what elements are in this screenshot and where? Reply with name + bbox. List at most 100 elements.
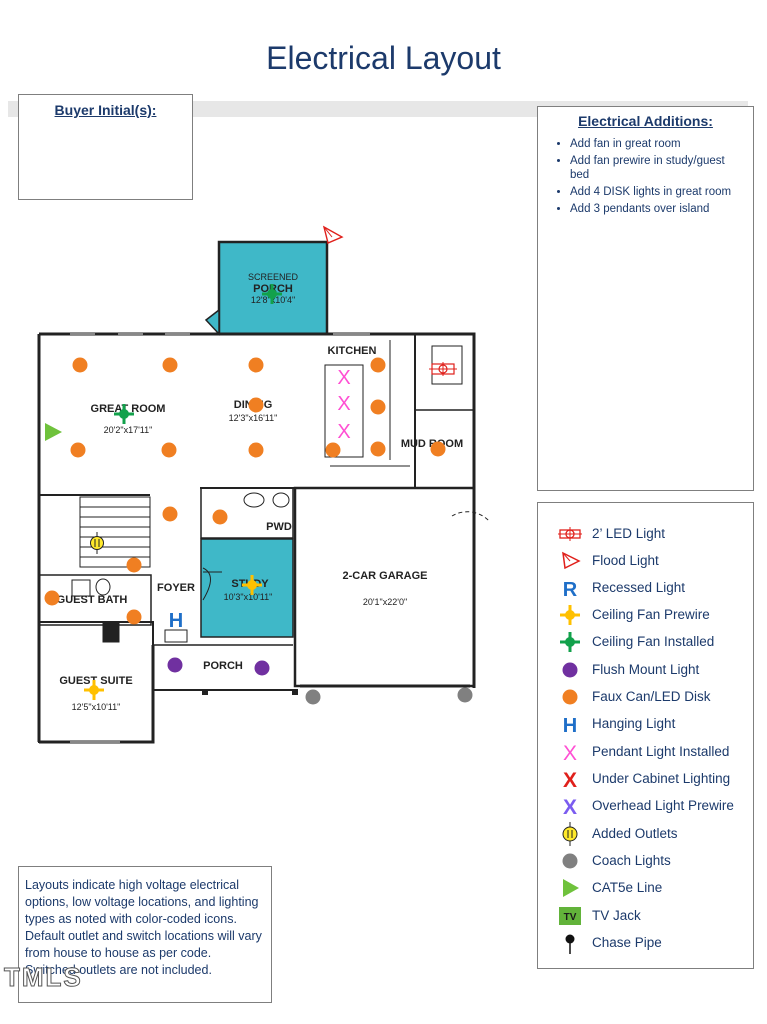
hanging-light-icon: H bbox=[169, 610, 183, 632]
tv-letter: TV bbox=[564, 912, 577, 923]
floor-plan: SCREENED PORCH 12'8"x10'4" KITCHEN GREAT… bbox=[37, 225, 491, 744]
faux-can-light-icon bbox=[370, 357, 386, 373]
faux-can-light-icon bbox=[370, 441, 386, 457]
faux-can-light-icon bbox=[70, 442, 86, 458]
ceiling-fan-prewire-icon bbox=[560, 605, 580, 625]
hanging-letter: H bbox=[563, 715, 577, 736]
room-label-porch-back-sub: SCREENED bbox=[248, 272, 299, 282]
legend-row: Flush Mount Light bbox=[538, 657, 753, 683]
coach-light-icon bbox=[305, 689, 321, 705]
study-area bbox=[200, 538, 294, 638]
electrical-additions-list: Add fan in great room Add fan prewire in… bbox=[550, 137, 745, 216]
cat5e-line-icon bbox=[45, 423, 62, 441]
faux-can-light-icon bbox=[248, 442, 264, 458]
under-cabinet-lighting-icon: X bbox=[563, 769, 577, 791]
added-outlet-icon bbox=[562, 822, 578, 846]
ceiling-fan-prewire-icon bbox=[242, 575, 262, 595]
legend-row: H Hanging Light bbox=[538, 711, 753, 737]
room-label-foyer: FOYER bbox=[157, 582, 195, 594]
legend-row: Chase Pipe bbox=[538, 930, 753, 956]
legend-label: Coach Lights bbox=[592, 853, 671, 868]
legend-row: CAT5e Line bbox=[538, 875, 753, 901]
legend-label: Added Outlets bbox=[592, 826, 678, 841]
list-item: Add 3 pendants over island bbox=[570, 202, 745, 216]
legend-row: Flood Light bbox=[538, 548, 753, 574]
legend-label: 2’ LED Light bbox=[592, 526, 666, 541]
list-item: Add fan prewire in study/guest bed bbox=[570, 154, 745, 182]
room-size-guest-suite: 12'5"x10'11" bbox=[72, 702, 121, 712]
flush-mount-light-icon bbox=[254, 660, 270, 676]
faux-can-light-icon bbox=[162, 506, 178, 522]
cat5e-line-icon bbox=[563, 879, 579, 897]
room-label-kitchen: KITCHEN bbox=[328, 345, 377, 357]
legend-row: Ceiling Fan Prewire bbox=[538, 602, 753, 628]
flood-light-icon bbox=[322, 225, 344, 244]
room-label-mud-room: MUD ROOM bbox=[401, 438, 463, 450]
legend-row: TV TV Jack bbox=[538, 903, 753, 929]
overhead-light-prewire-icon: X bbox=[563, 796, 577, 818]
room-label-great-room: GREAT ROOM bbox=[91, 403, 166, 415]
room-label-garage: 2-CAR GARAGE bbox=[343, 570, 428, 582]
coach-light-icon bbox=[457, 687, 473, 703]
legend-label: Recessed Light bbox=[592, 580, 686, 595]
flush-mount-light-icon bbox=[562, 662, 578, 678]
electrical-additions-heading: Electrical Additions: bbox=[578, 113, 713, 129]
faux-can-light-icon bbox=[325, 442, 341, 458]
legend-label: Ceiling Fan Installed bbox=[592, 634, 715, 649]
legend-row: X Under Cabinet Lighting bbox=[538, 766, 753, 792]
legend-row: Added Outlets bbox=[538, 821, 753, 847]
room-label-porch-front: PORCH bbox=[203, 660, 243, 672]
pendant-letter: X bbox=[563, 742, 577, 764]
legend-label: Ceiling Fan Prewire bbox=[592, 607, 710, 622]
under-cabinet-letter: X bbox=[563, 769, 577, 791]
pendant-light-icon: X bbox=[337, 421, 350, 443]
buyer-initials-box[interactable]: Buyer Initial(s): bbox=[18, 94, 193, 200]
faux-can-light-icon bbox=[162, 357, 178, 373]
faux-can-light-icon bbox=[44, 590, 60, 606]
faux-can-light-icon bbox=[72, 357, 88, 373]
legend-label: CAT5e Line bbox=[592, 880, 663, 895]
page-title: Electrical Layout bbox=[266, 40, 501, 76]
room-size-dining: 12'3"x16'11" bbox=[229, 413, 278, 423]
pendant-light-icon: X bbox=[337, 367, 350, 389]
led-light-icon bbox=[558, 527, 582, 541]
room-label-guest-bath: GUEST BATH bbox=[57, 594, 128, 606]
list-item: Add 4 DISK lights in great room bbox=[570, 185, 745, 199]
recessed-letter: R bbox=[563, 579, 578, 600]
recessed-light-icon: R bbox=[563, 579, 578, 600]
room-label-guest-suite: GUEST SUITE bbox=[59, 675, 132, 687]
room-label-pwd: PWD bbox=[266, 521, 292, 533]
faux-can-led-disk-icon bbox=[562, 689, 578, 705]
room-labels: SCREENED PORCH 12'8"x10'4" KITCHEN GREAT… bbox=[57, 272, 464, 712]
legend-row: Ceiling Fan Installed bbox=[538, 629, 753, 655]
electrical-additions-box: Electrical Additions: Add fan in great r… bbox=[537, 106, 754, 491]
legend-row: X Pendant Light Installed bbox=[538, 739, 753, 765]
garage-area bbox=[293, 486, 476, 688]
faux-can-light-icon bbox=[430, 441, 446, 457]
faux-can-light-icon bbox=[248, 397, 264, 413]
legend-row: 2’ LED Light bbox=[538, 521, 753, 547]
legend-label: Faux Can/LED Disk bbox=[592, 689, 711, 704]
ceiling-fan-installed-icon bbox=[114, 404, 134, 424]
legend-label: Pendant Light Installed bbox=[592, 744, 730, 759]
legend-label: Chase Pipe bbox=[592, 935, 662, 950]
room-size-garage: 20'1"x22'0" bbox=[363, 597, 407, 607]
room-size-great-room: 20'2"x17'11" bbox=[104, 425, 153, 435]
watermark-logo: TMLS bbox=[4, 962, 83, 993]
ceiling-fan-installed-icon bbox=[560, 632, 580, 652]
list-item: Add fan in great room bbox=[570, 137, 745, 151]
legend-row: Faux Can/LED Disk bbox=[538, 684, 753, 710]
flush-mount-light-icon bbox=[167, 657, 183, 673]
faux-can-light-icon bbox=[370, 399, 386, 415]
faux-can-light-icon bbox=[161, 442, 177, 458]
room-size-study: 10'3"x10'11" bbox=[224, 592, 273, 602]
disclaimer-note-text: Layouts indicate high voltage electrical… bbox=[25, 878, 262, 977]
added-outlet-icon bbox=[90, 532, 104, 554]
faux-can-light-icon bbox=[248, 357, 264, 373]
legend-label: Flush Mount Light bbox=[592, 662, 700, 677]
legend-box: 2’ LED Light Flood Light R Recessed Ligh… bbox=[537, 502, 754, 969]
led-light-icon bbox=[429, 362, 457, 376]
legend-label: Overhead Light Prewire bbox=[592, 798, 734, 813]
pendant-light-icon: X bbox=[337, 393, 350, 415]
coach-light-icon bbox=[562, 853, 578, 869]
